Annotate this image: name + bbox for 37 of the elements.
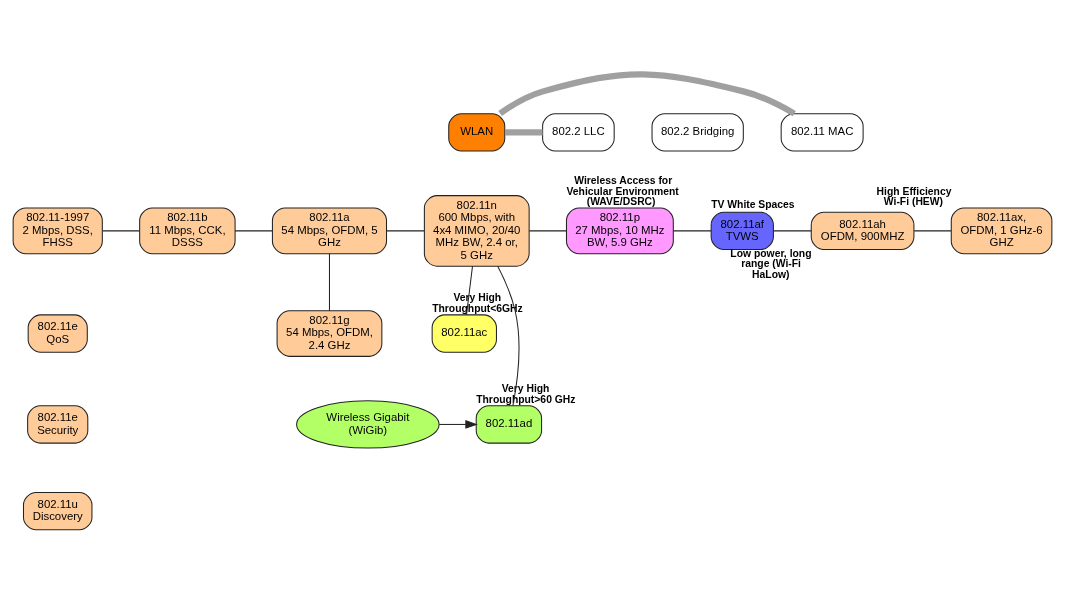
node-box: 802.11ah OFDM, 900MHZ [810, 211, 915, 250]
connector [504, 128, 543, 135]
node-label: Wireless Access for Vehicular Environment (WAVE/DSRC) [566, 174, 679, 207]
node-box: 802.11ax, OFDM, 1 GHz-6 GHZ [950, 207, 1053, 254]
node-box: 802.11ad [475, 404, 543, 444]
node-box: 802.11e Security [27, 404, 89, 444]
arrow [438, 419, 478, 429]
node-box: 802.11p 27 Mbps, 10 MHz BW, 5.9 GHz [565, 207, 674, 254]
node-box: 802.11a 54 Mbps, OFDM, 5 GHz [271, 207, 388, 254]
connector [234, 229, 273, 231]
connector [466, 265, 473, 315]
node-box: 802.2 Bridging [651, 112, 744, 152]
connector [672, 229, 712, 231]
connector [497, 265, 520, 406]
node-box: WLAN [448, 112, 506, 152]
node-label: TV White Spaces [711, 198, 795, 210]
connector [102, 229, 140, 231]
node-box: 802.2 LLC [542, 112, 615, 152]
node-ellipse: Wireless Gigabit (WiGib) [296, 399, 440, 449]
node-box: 802.11 MAC [780, 112, 864, 152]
connector [913, 229, 952, 231]
node-box: 802.11u Discovery [23, 491, 93, 530]
node-box: 802.11af TVWS [710, 211, 774, 250]
connector [528, 229, 567, 231]
connector [386, 229, 425, 231]
node-label: Very High Throughput>60 GHz [476, 382, 576, 405]
connector [498, 70, 796, 116]
node-box: 802.11b 11 Mbps, CCK, DSSS [139, 207, 236, 254]
connector [328, 252, 330, 311]
node-label: Low power, long range (Wi-Fi HaLow) [730, 247, 812, 280]
connector [773, 229, 812, 231]
node-box: 802.11ac [431, 313, 497, 353]
node-box: 802.11g 54 Mbps, OFDM, 2.4 GHz [276, 309, 383, 357]
node-label: High Efficiency Wi-Fi (HEW) [876, 185, 952, 207]
node-box: 802.11-1997 2 Mbps, DSS, FHSS [12, 207, 103, 254]
node-box: 802.11e QoS [27, 313, 88, 353]
node-box: 802.11n 600 Mbps, with 4x4 MIMO, 20/40 MHz BW, 2.4 or, 5 GHz [423, 194, 530, 267]
